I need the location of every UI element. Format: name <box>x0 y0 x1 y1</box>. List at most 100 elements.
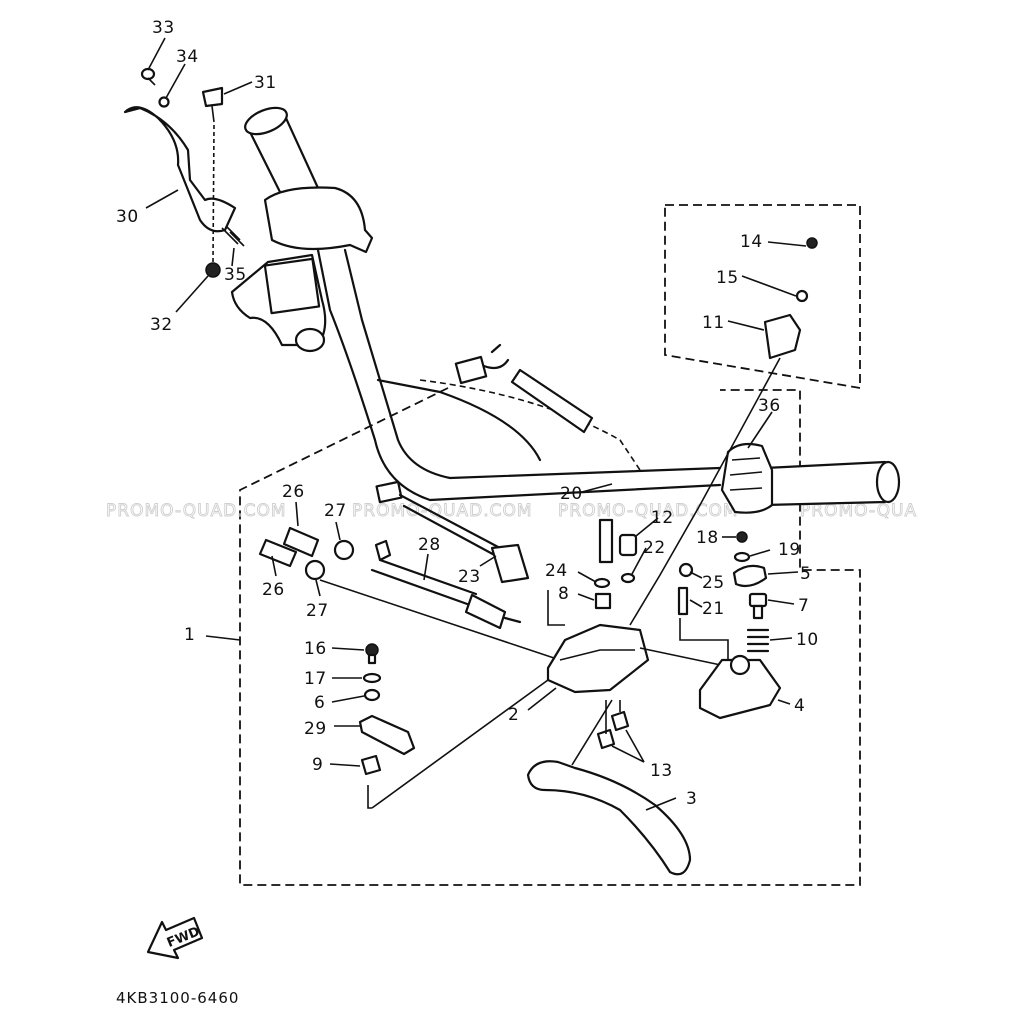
leader-27a <box>335 521 341 541</box>
right-grip-end <box>875 460 901 504</box>
plate-5 <box>732 564 768 588</box>
drawing-code: 4KB3100-6460 <box>116 989 239 1007</box>
switch-bracket <box>763 313 802 360</box>
throttle-boss <box>294 327 326 353</box>
dashed-frames <box>239 204 861 886</box>
callout-15: 15 <box>716 268 739 288</box>
main-assembly-frame <box>239 387 861 886</box>
connector-sleeve <box>510 368 594 434</box>
callout-4: 4 <box>794 696 805 716</box>
connector-block <box>454 355 488 385</box>
cable-28 <box>370 558 478 607</box>
fwd-arrow: FWD <box>146 916 204 960</box>
callout-17: 17 <box>304 669 327 689</box>
callout-8: 8 <box>558 584 569 604</box>
callout-20: 20 <box>560 484 583 504</box>
brake-lever <box>526 760 692 876</box>
assembly-guide <box>679 618 729 660</box>
wire-terminal <box>374 539 392 562</box>
bushing-8 <box>594 592 612 610</box>
small-parts <box>358 643 549 809</box>
callout-6: 6 <box>314 693 325 713</box>
throttle-lever <box>123 106 237 233</box>
callout-numbers: 33 34 31 30 35 32 14 15 11 36 20 12 22 1… <box>116 18 819 809</box>
leader-35 <box>231 247 235 267</box>
leader-13a <box>625 729 645 763</box>
callout-9: 9 <box>312 755 323 775</box>
callout-32: 32 <box>150 315 173 335</box>
handlebar <box>244 106 901 514</box>
nut-guide <box>605 700 621 734</box>
connector-wire <box>482 343 510 370</box>
assembly-guide <box>547 590 565 626</box>
callout-35: 35 <box>224 265 247 285</box>
callout-leaders <box>145 37 807 811</box>
leader-23 <box>479 555 497 567</box>
leader-5 <box>767 571 799 575</box>
callout-5: 5 <box>800 564 811 584</box>
leader-8 <box>577 593 595 601</box>
adjuster-26b <box>258 538 298 568</box>
pivot-bolt <box>201 86 224 108</box>
leader-4 <box>777 699 791 705</box>
screw-18 <box>736 531 748 543</box>
watermark-text: PROMO-QUAD.COM <box>352 501 533 521</box>
cable-23 <box>398 493 502 560</box>
callout-27: 27 <box>324 501 347 521</box>
plate-29 <box>358 714 416 756</box>
callout-21: 21 <box>702 599 725 619</box>
leader-34 <box>165 63 186 99</box>
leader-25 <box>689 571 703 579</box>
bolt-head <box>140 67 156 81</box>
cross-brace <box>376 378 542 462</box>
callout-26: 26 <box>262 580 285 600</box>
handlebar-switch <box>720 442 774 514</box>
throttle-housing <box>263 186 374 254</box>
lever-assembly-parts <box>526 518 782 876</box>
switch-assembly-frame <box>664 204 861 390</box>
callout-29: 29 <box>304 719 327 739</box>
leader-19 <box>749 549 771 557</box>
callout-10: 10 <box>796 630 819 650</box>
callout-3: 3 <box>686 789 697 809</box>
pivot-shaft <box>211 105 215 123</box>
callout-28: 28 <box>418 535 441 555</box>
switch-assembly-parts <box>629 237 818 626</box>
callout-34: 34 <box>176 47 199 67</box>
leader-26b <box>271 555 277 577</box>
leader-2 <box>527 687 557 711</box>
bolt-12 <box>598 518 614 564</box>
leader-21 <box>689 599 703 608</box>
lever-bracket <box>546 623 650 694</box>
left-grip-end <box>244 106 288 136</box>
leader-28 <box>423 553 429 581</box>
bracket-washer <box>795 289 809 303</box>
cable-parts <box>258 480 561 661</box>
right-grip <box>763 460 895 507</box>
handlebar-tube <box>343 248 722 480</box>
switch-body-23 <box>490 543 530 584</box>
callout-19: 19 <box>778 540 801 560</box>
leader-11 <box>727 320 765 331</box>
leader-31 <box>223 81 253 95</box>
bolt-12-cap <box>618 533 638 557</box>
switch-leader <box>629 357 781 626</box>
leader-10 <box>769 637 793 641</box>
callout-11: 11 <box>702 313 725 333</box>
washer-6 <box>363 688 381 702</box>
leader-12 <box>635 517 659 537</box>
watermark-text: PROMO-QUAD.COM <box>558 501 739 521</box>
housing-boss <box>729 654 751 676</box>
callout-14: 14 <box>740 232 763 252</box>
spring-9 <box>360 754 382 776</box>
leader-15 <box>741 275 797 297</box>
small-parts-guide <box>367 785 372 809</box>
bracket-screw <box>806 237 818 249</box>
washer <box>158 96 170 108</box>
callout-2: 2 <box>508 705 519 725</box>
switch-detail <box>729 457 763 491</box>
housing-4 <box>698 658 782 720</box>
callout-7: 7 <box>798 596 809 616</box>
leader-24 <box>577 571 597 583</box>
